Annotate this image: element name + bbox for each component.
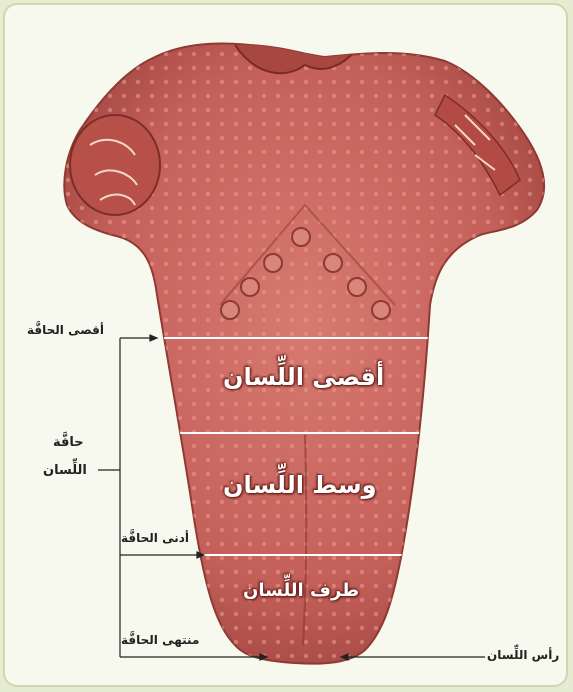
diagram-frame: أقصى اللِّسان وسط اللِّسان طرف اللِّسان …	[3, 3, 568, 687]
region-tip-label: طرف اللِّسان	[243, 580, 359, 601]
label-edge-line1: حافَّة	[53, 435, 84, 450]
label-end-edge: منتهى الحافَّة	[121, 633, 199, 647]
region-back-label: أقصى اللِّسان	[223, 363, 384, 391]
label-near-edge: أدنى الحافَّة	[121, 531, 189, 545]
region-middle-label: وسط اللِّسان	[223, 471, 377, 499]
label-tip-point: رأس اللِّسان	[487, 648, 559, 662]
label-back-edge: أقصى الحافَّة	[27, 323, 104, 337]
label-edge-line2: اللِّسان	[43, 463, 87, 478]
